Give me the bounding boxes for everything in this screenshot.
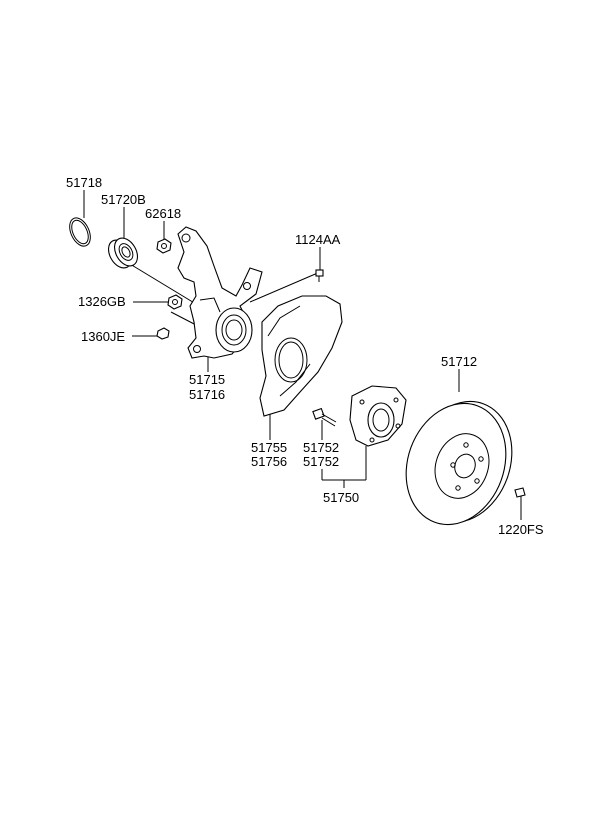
hub-51750 [349,385,407,447]
label-51750: 51750 [323,490,359,505]
label-51716: 51716 [189,387,225,402]
hub-bolt-51752 [312,407,337,427]
bolt-1124aa [315,269,324,282]
label-51720b: 51720B [101,192,146,207]
knuckle-51715 [177,226,263,359]
label-51755: 51755 [251,440,287,455]
dust-cover-51755 [259,295,343,417]
washer-1360je [156,327,170,340]
label-1360je: 1360JE [81,329,125,344]
snap-ring-51718 [69,217,91,247]
label-1124aa: 1124AA [295,232,341,247]
label-51712: 51712 [441,354,477,369]
nut-1326gb [167,294,183,310]
label-51718: 51718 [66,175,102,190]
label-51715: 51715 [189,372,225,387]
label-51756: 51756 [251,454,287,469]
bearing-51720b [107,237,139,269]
label-51752-b: 51752 [303,454,339,469]
leader-lines [83,190,522,520]
disc-51712 [405,400,513,526]
label-51752-a: 51752 [303,440,339,455]
label-62618: 62618 [145,206,181,221]
nut-62618 [156,238,172,254]
label-1326gb: 1326GB [78,294,126,309]
screw-1220fs [514,487,526,504]
label-1220fs: 1220FS [498,522,544,537]
